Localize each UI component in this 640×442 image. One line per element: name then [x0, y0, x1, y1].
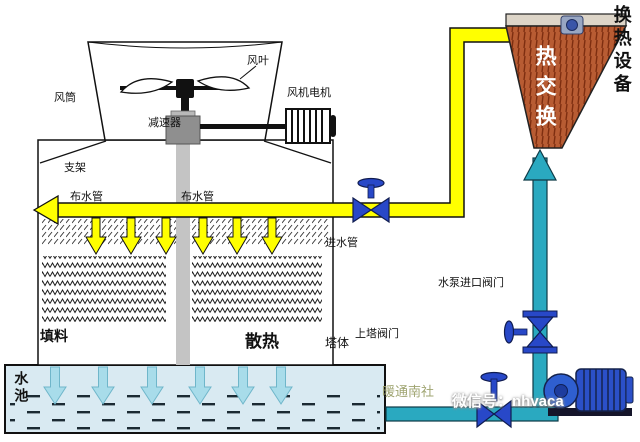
- label-support-frame: 支架: [64, 162, 86, 174]
- label-water-pool: 水池: [13, 371, 30, 405]
- inlet-pipe-valve: [352, 177, 390, 224]
- label-tower-body: 塔体: [325, 336, 350, 350]
- heat-exchanger-shape: [505, 13, 628, 149]
- label-up-tower-valve: 上塔阀门: [355, 328, 399, 340]
- pipe-flow-arrow-left: [32, 194, 59, 226]
- fan-blade-pointer-line: [239, 65, 257, 80]
- label-fan-motor: 风机电机: [287, 87, 331, 99]
- pipe-flow-arrow-up: [523, 148, 557, 181]
- label-pump-inlet-valve: 水泵进口阀门: [438, 277, 504, 289]
- basin-water-arrows: [43, 366, 293, 405]
- label-dist-pipe-left: 布水管: [70, 191, 103, 203]
- up-tower-valve-shape: [503, 310, 558, 354]
- exchanger-top-fitting: [560, 15, 584, 35]
- watermark-wechat-id: 微信号：nhvaca: [452, 393, 564, 410]
- spray-arrows: [85, 217, 283, 255]
- label-inlet-pipe: 进水管: [325, 237, 358, 249]
- label-heat-exchange-inner: 热交换: [533, 45, 557, 135]
- label-dist-pipe-right: 布水管: [181, 191, 214, 203]
- water-pump: [543, 368, 634, 416]
- fan-blade-left: [119, 78, 174, 94]
- label-fan-cylinder: 风筒: [54, 92, 76, 104]
- fan-blade-right: [196, 76, 251, 91]
- label-fan-blade: 风叶: [247, 55, 269, 67]
- fill-material-blocks: [42, 256, 322, 322]
- watermark-brand: 暖通南社: [382, 384, 435, 399]
- label-heat-dissipation: 散热: [245, 332, 279, 351]
- label-reducer: 减速器: [148, 117, 181, 129]
- reducer-gearbox: [165, 110, 201, 145]
- fan-hub: [176, 79, 194, 98]
- fan-assembly: [119, 65, 257, 116]
- pump-inlet-valve-shape: [476, 371, 512, 429]
- label-fill-material: 填料: [40, 328, 68, 344]
- drive-shaft-column: [176, 140, 190, 365]
- fan-motor-shape: [200, 108, 336, 144]
- label-heat-exchange-device: 换热设备: [611, 5, 632, 97]
